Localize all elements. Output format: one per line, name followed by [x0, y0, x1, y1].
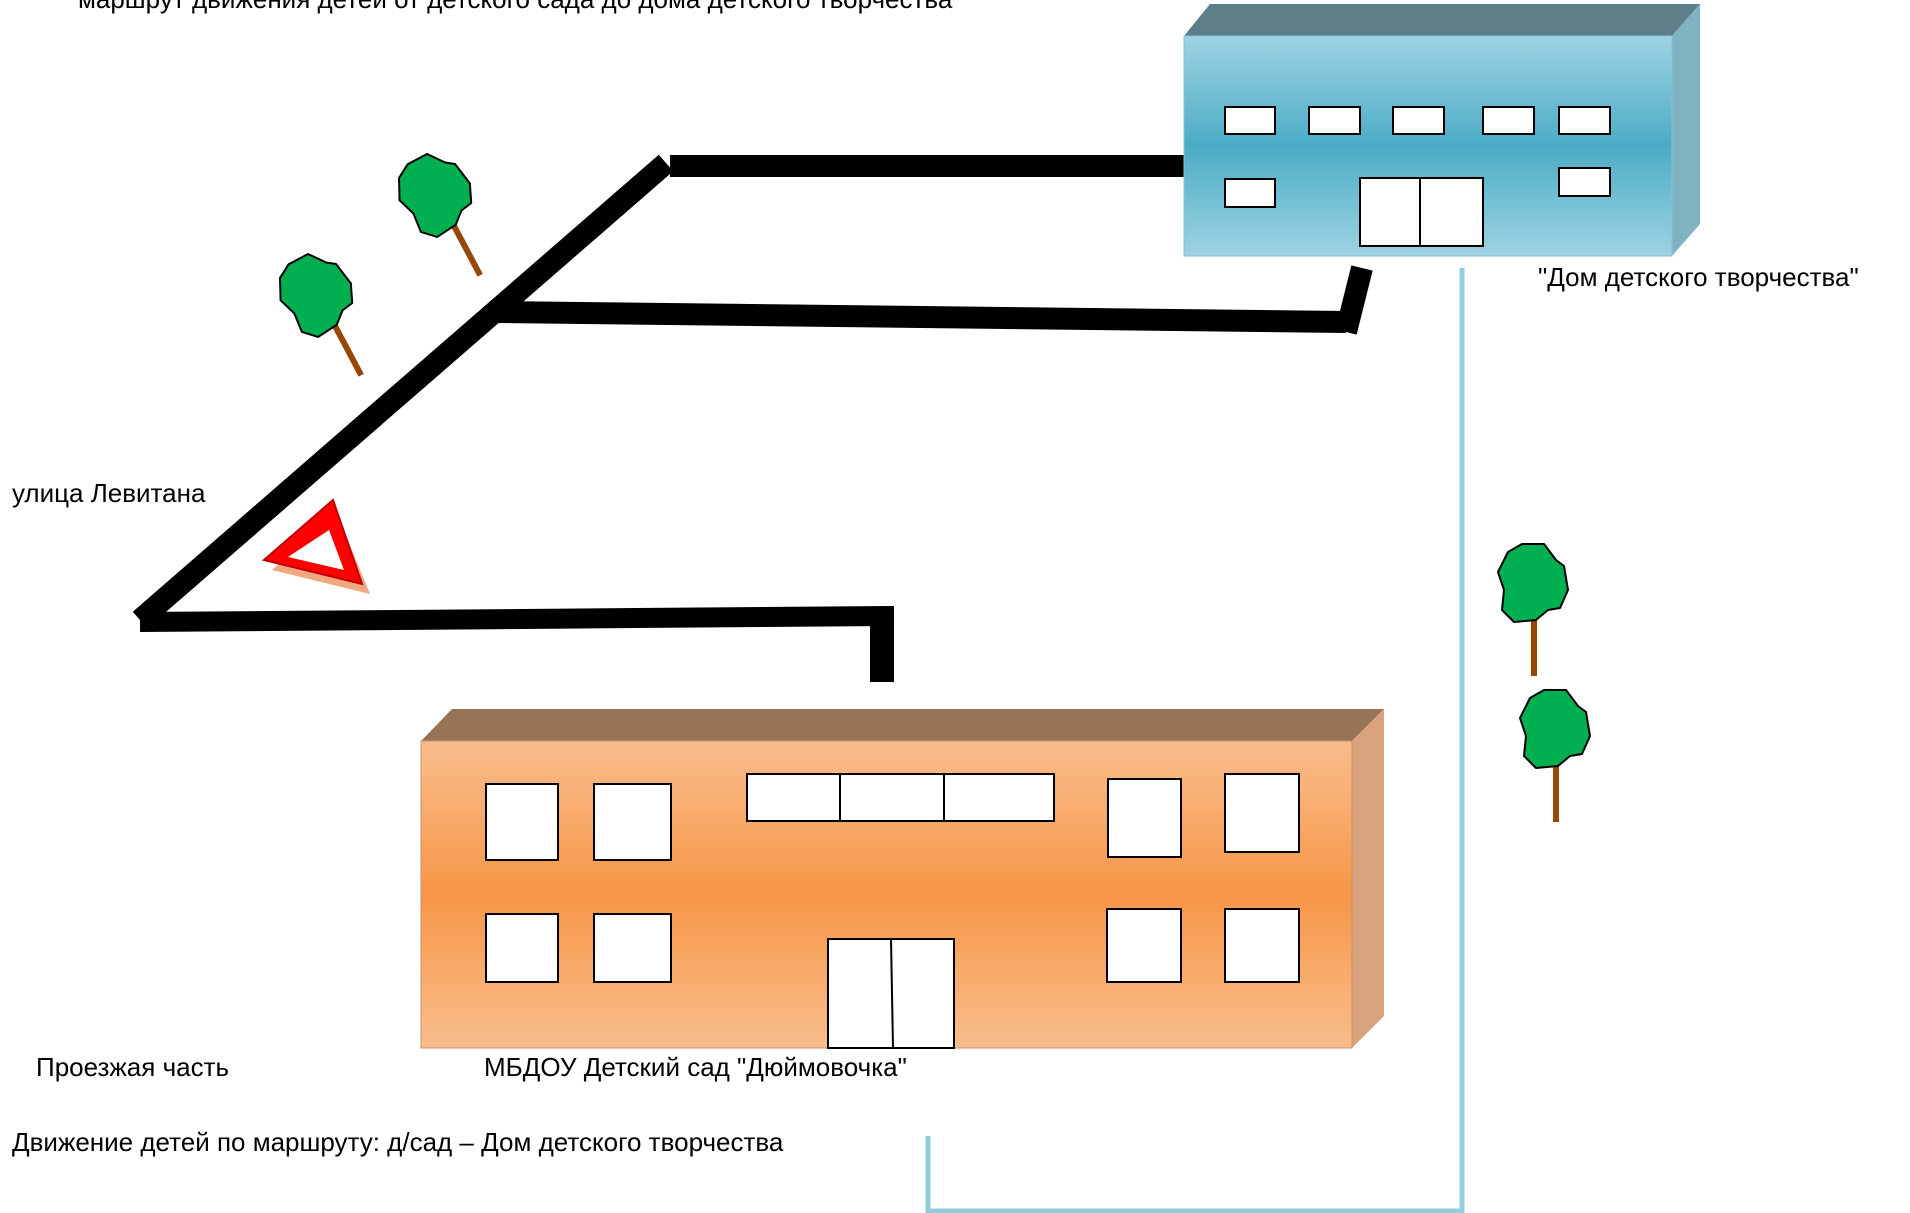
tree-icon [1498, 544, 1568, 676]
warning-triangle-icon [261, 498, 370, 594]
tree-icon [1520, 690, 1590, 822]
diagram-title: маршрут движения детей от детского сада … [78, 0, 952, 14]
road [132, 154, 1373, 682]
tree-icon [386, 143, 510, 292]
house-of-creativity-building [1183, 4, 1700, 257]
tree-icon [267, 243, 391, 392]
house-of-creativity-label: "Дом детского творчества" [1538, 262, 1859, 292]
children-route-line-bottom [925, 1136, 1462, 1213]
route-legend: Движение детей по маршруту: д/сад – Дом … [12, 1127, 784, 1157]
street-label: улица Левитана [12, 478, 206, 508]
kindergarten-building [420, 709, 1384, 1049]
roadway-label: Проезжая часть [36, 1052, 230, 1082]
kindergarten-label: МБДОУ Детский сад "Дюймовочка" [484, 1052, 907, 1082]
